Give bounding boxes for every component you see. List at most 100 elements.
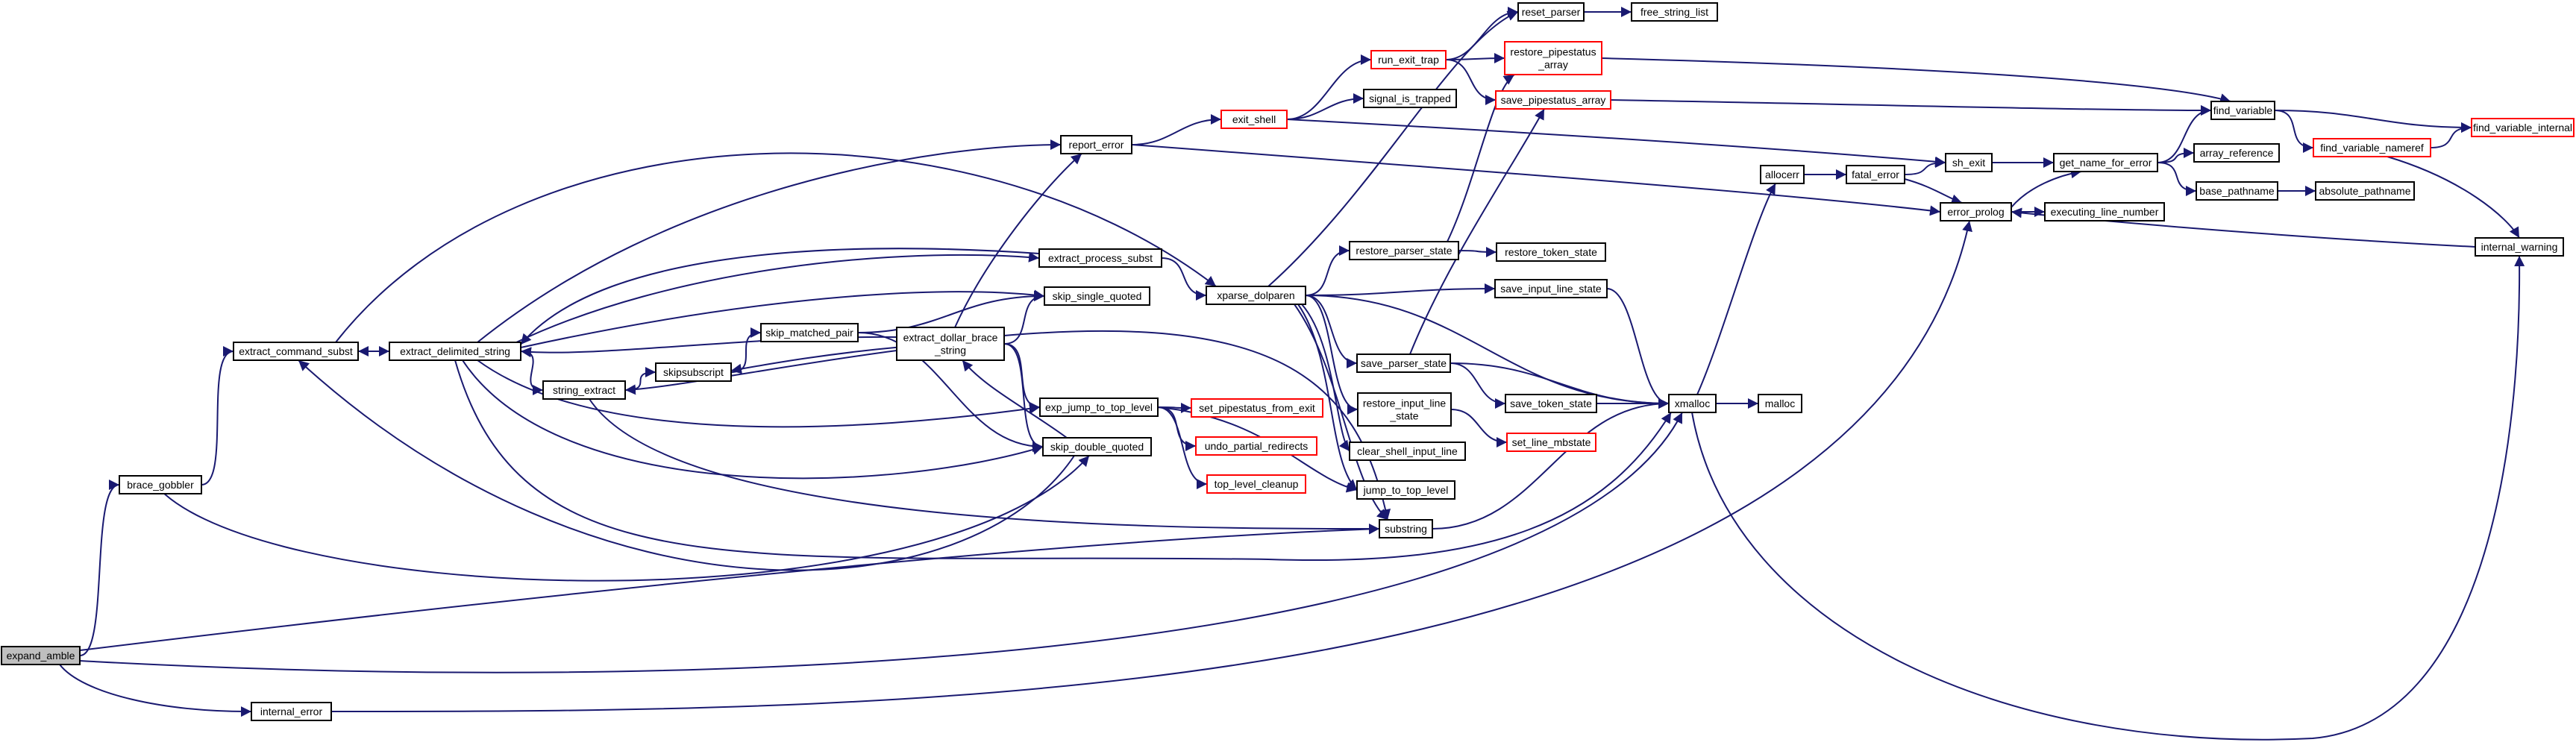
node-malloc[interactable]: malloc [1758,394,1802,413]
node-label: xmalloc [1675,398,1710,409]
node-box [251,702,332,721]
node-report-error[interactable]: report_error [1060,135,1132,154]
node-allocerr[interactable]: allocerr [1760,165,1805,184]
edge-extract_process_subst-to-extract_delimited_string [520,248,1040,345]
node-reset-parser[interactable]: reset_parser [1517,2,1585,22]
node-label: skip_double_quoted [1050,441,1144,453]
node-xmalloc[interactable]: xmalloc [1668,394,1717,413]
node-box [1760,165,1805,184]
node-box [1506,433,1596,452]
node-label: exp_jump_to_top_level [1045,401,1153,413]
node-box [1758,394,1802,413]
node-find-variable-nameref[interactable]: find_variable_nameref [2313,138,2431,157]
edge-path [1305,295,1358,415]
edge-path [520,351,544,395]
node-error-prolog[interactable]: error_prolog [1940,202,2012,222]
edge-get_name_for_error-to-base_pathname [2157,162,2197,196]
edge-extract_delimited_string-to-xmalloc [454,359,1672,562]
node-internal-warning[interactable]: internal_warning [2475,237,2564,257]
node-jump-to-top-level[interactable]: jump_to_top_level [1356,480,1455,500]
node-label: save_pipestatus_array [1501,94,1606,106]
node-fatal-error[interactable]: fatal_error [1846,165,1905,184]
node-save-parser-state[interactable]: save_parser_state [1356,354,1451,373]
node-exit-shell[interactable]: exit_shell [1220,110,1288,129]
edge-path [1131,114,1222,145]
node-absolute-pathname[interactable]: absolute_pathname [2315,181,2415,201]
node-find-variable-internal[interactable]: find_variable_internal [2471,118,2575,137]
node-undo-partial-redirects[interactable]: undo_partial_redirects [1195,436,1317,456]
node-xparse-dolparen[interactable]: xparse_dolparen [1206,286,1306,305]
node-string-extract[interactable]: string_extract [542,380,626,400]
node-top-level-cleanup[interactable]: top_level_cleanup [1206,474,1306,494]
node-restore-input-line-state[interactable]: restore_input_line_state [1357,392,1452,427]
edge-find_variable_nameref-to-find_variable_internal [2430,122,2472,148]
node-box [2196,181,2278,201]
node-skip-matched-pair[interactable]: skip_matched_pair [760,323,859,342]
edge-find_variable-to-find_variable_internal [2274,110,2472,133]
node-box [1631,2,1718,22]
edge-path [2430,122,2472,148]
node-extract-process-subst[interactable]: extract_process_subst [1038,248,1162,268]
node-layer: expand_amble brace_gobbler internal_error e… [1,2,2575,721]
edge-brace_gobbler-to-extract_command_subst [201,346,234,486]
edge-path [2274,110,2314,153]
node-set-pipestatus-from-exit[interactable]: set_pipestatus_from_exit [1191,398,1323,418]
node-label: find_variable_nameref [2320,142,2424,154]
node-label: expand_amble [7,650,75,662]
edge-path [1003,330,1391,521]
edge-path [962,359,1068,439]
node-restore-token-state[interactable]: restore_token_state [1496,242,1606,262]
node-internal-error[interactable]: internal_error [251,702,332,721]
node-substring[interactable]: substring [1379,519,1433,538]
node-free-string-list[interactable]: free_string_list [1631,2,1718,22]
node-label: extract_process_subst [1048,252,1153,264]
edge-extract_delimited_string-to-extract_process_subst [514,251,1040,344]
node-label: fatal_error [1852,169,1899,180]
node-box [1846,165,1905,184]
node-set-line-mbstate[interactable]: set_line_mbstate [1506,433,1596,452]
node-label: set_line_mbstate [1512,436,1591,448]
node-save-token-state[interactable]: save_token_state [1505,394,1597,413]
edge-brace_gobbler-to-skip_double_quoted [148,455,1090,582]
node-extract-delimited-string[interactable]: extract_delimited_string [389,342,521,361]
node-save-input-line-state[interactable]: save_input_line_state [1494,279,1608,298]
node-restore-parser-state[interactable]: restore_parser_state [1349,241,1459,260]
node-label: top_level_cleanup [1215,478,1299,490]
node-base-pathname[interactable]: base_pathname [2196,181,2278,201]
node-save-pipestatus-array[interactable]: save_pipestatus_array [1495,90,1611,110]
edge-xparse_dolparen-to-restore_parser_state [1305,245,1350,296]
node-extract-command-subst[interactable]: extract_command_subst [233,342,359,361]
node-expand-amble[interactable]: expand_amble [1,646,81,665]
node-executing-line-number[interactable]: executing_line_number [2044,202,2165,222]
node-skip-double-quoted[interactable]: skip_double_quoted [1042,437,1152,456]
edge-find_variable-to-find_variable_nameref [2274,110,2314,153]
node-array-reference[interactable]: array_reference [2193,143,2280,163]
edge-xparse_dolparen-to-save_parser_state [1305,295,1358,368]
node-label: base_pathname [2199,185,2275,197]
node-clear-shell-input-line[interactable]: clear_shell_input_line [1349,442,1466,461]
edge-expand_amble-to-brace_gobbler [79,480,120,656]
node-label: restore_token_state [1505,246,1597,258]
edge-path [298,359,1075,571]
node-get-name-for-error[interactable]: get_name_for_error [2053,153,2158,172]
node-signal-is-trapped[interactable]: signal_is_trapped [1363,89,1457,108]
node-box [1356,480,1455,500]
edge-xmalloc-to-internal_warning [1691,255,2525,741]
edge-path [520,248,1040,345]
node-run-exit-trap[interactable]: run_exit_trap [1370,50,1447,69]
edge-report_error-to-error_prolog [1131,144,1941,216]
node-skip-single-quoted[interactable]: skip_single_quoted [1044,286,1150,306]
edge-path [1297,304,1358,491]
node-restore-pipestatus-array[interactable]: restore_pipestatus_array [1504,41,1602,75]
node-extract-dollar-brace-string[interactable]: extract_dollar_brace_string [896,327,1005,361]
node-exp-jump-to-top-level[interactable]: exp_jump_to_top_level [1039,398,1159,417]
edge-path [2274,110,2472,133]
node-find-variable[interactable]: find_variable [2210,101,2275,120]
edge-xparse_dolparen-to-restore_input_line_state [1305,295,1358,415]
node-brace-gobbler[interactable]: brace_gobbler [119,475,202,494]
node-box [1060,135,1132,154]
node-box [2210,101,2275,120]
node-sh-exit[interactable]: sh_exit [1945,153,1993,172]
node-box [1357,392,1452,427]
node-skipsubscript[interactable]: skipsubscript [655,362,732,382]
